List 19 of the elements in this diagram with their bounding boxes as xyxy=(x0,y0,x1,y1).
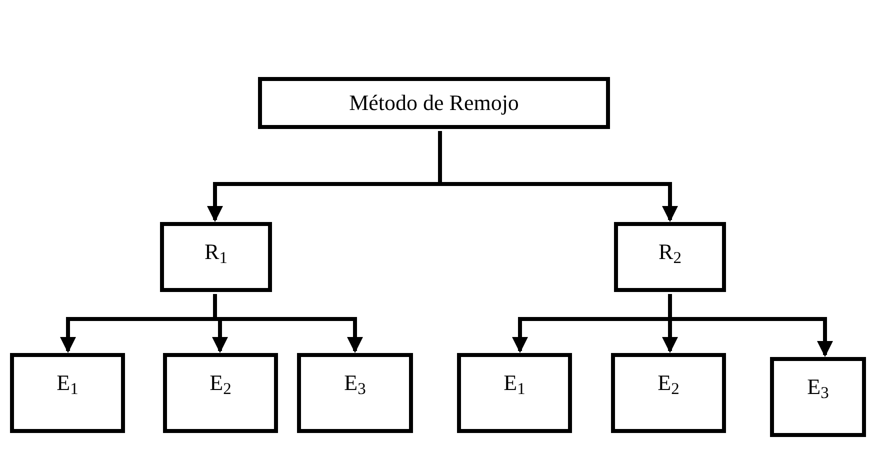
box-label: E$_{1}$ xyxy=(504,369,526,396)
process-box xyxy=(10,353,125,433)
box-label: R$_{1}$ xyxy=(204,238,228,266)
box-label: Método de Remojo xyxy=(349,89,519,117)
process-box xyxy=(163,353,278,433)
process-box xyxy=(160,222,272,292)
box-label: E$_{1}$ xyxy=(56,369,78,396)
process-box xyxy=(258,77,610,129)
box-label: E$_{3}$ xyxy=(807,373,829,400)
process-box xyxy=(770,357,866,437)
box-label: E$_{3}$ xyxy=(344,369,366,396)
box-label: R$_{2}$ xyxy=(658,238,682,266)
process-box xyxy=(614,222,726,292)
process-box xyxy=(611,353,726,433)
box-label: E$_{2}$ xyxy=(210,369,232,396)
process-box xyxy=(297,353,413,433)
box-label: E$_{2}$ xyxy=(658,369,680,396)
arrow xyxy=(668,294,833,357)
process-box xyxy=(457,353,572,433)
